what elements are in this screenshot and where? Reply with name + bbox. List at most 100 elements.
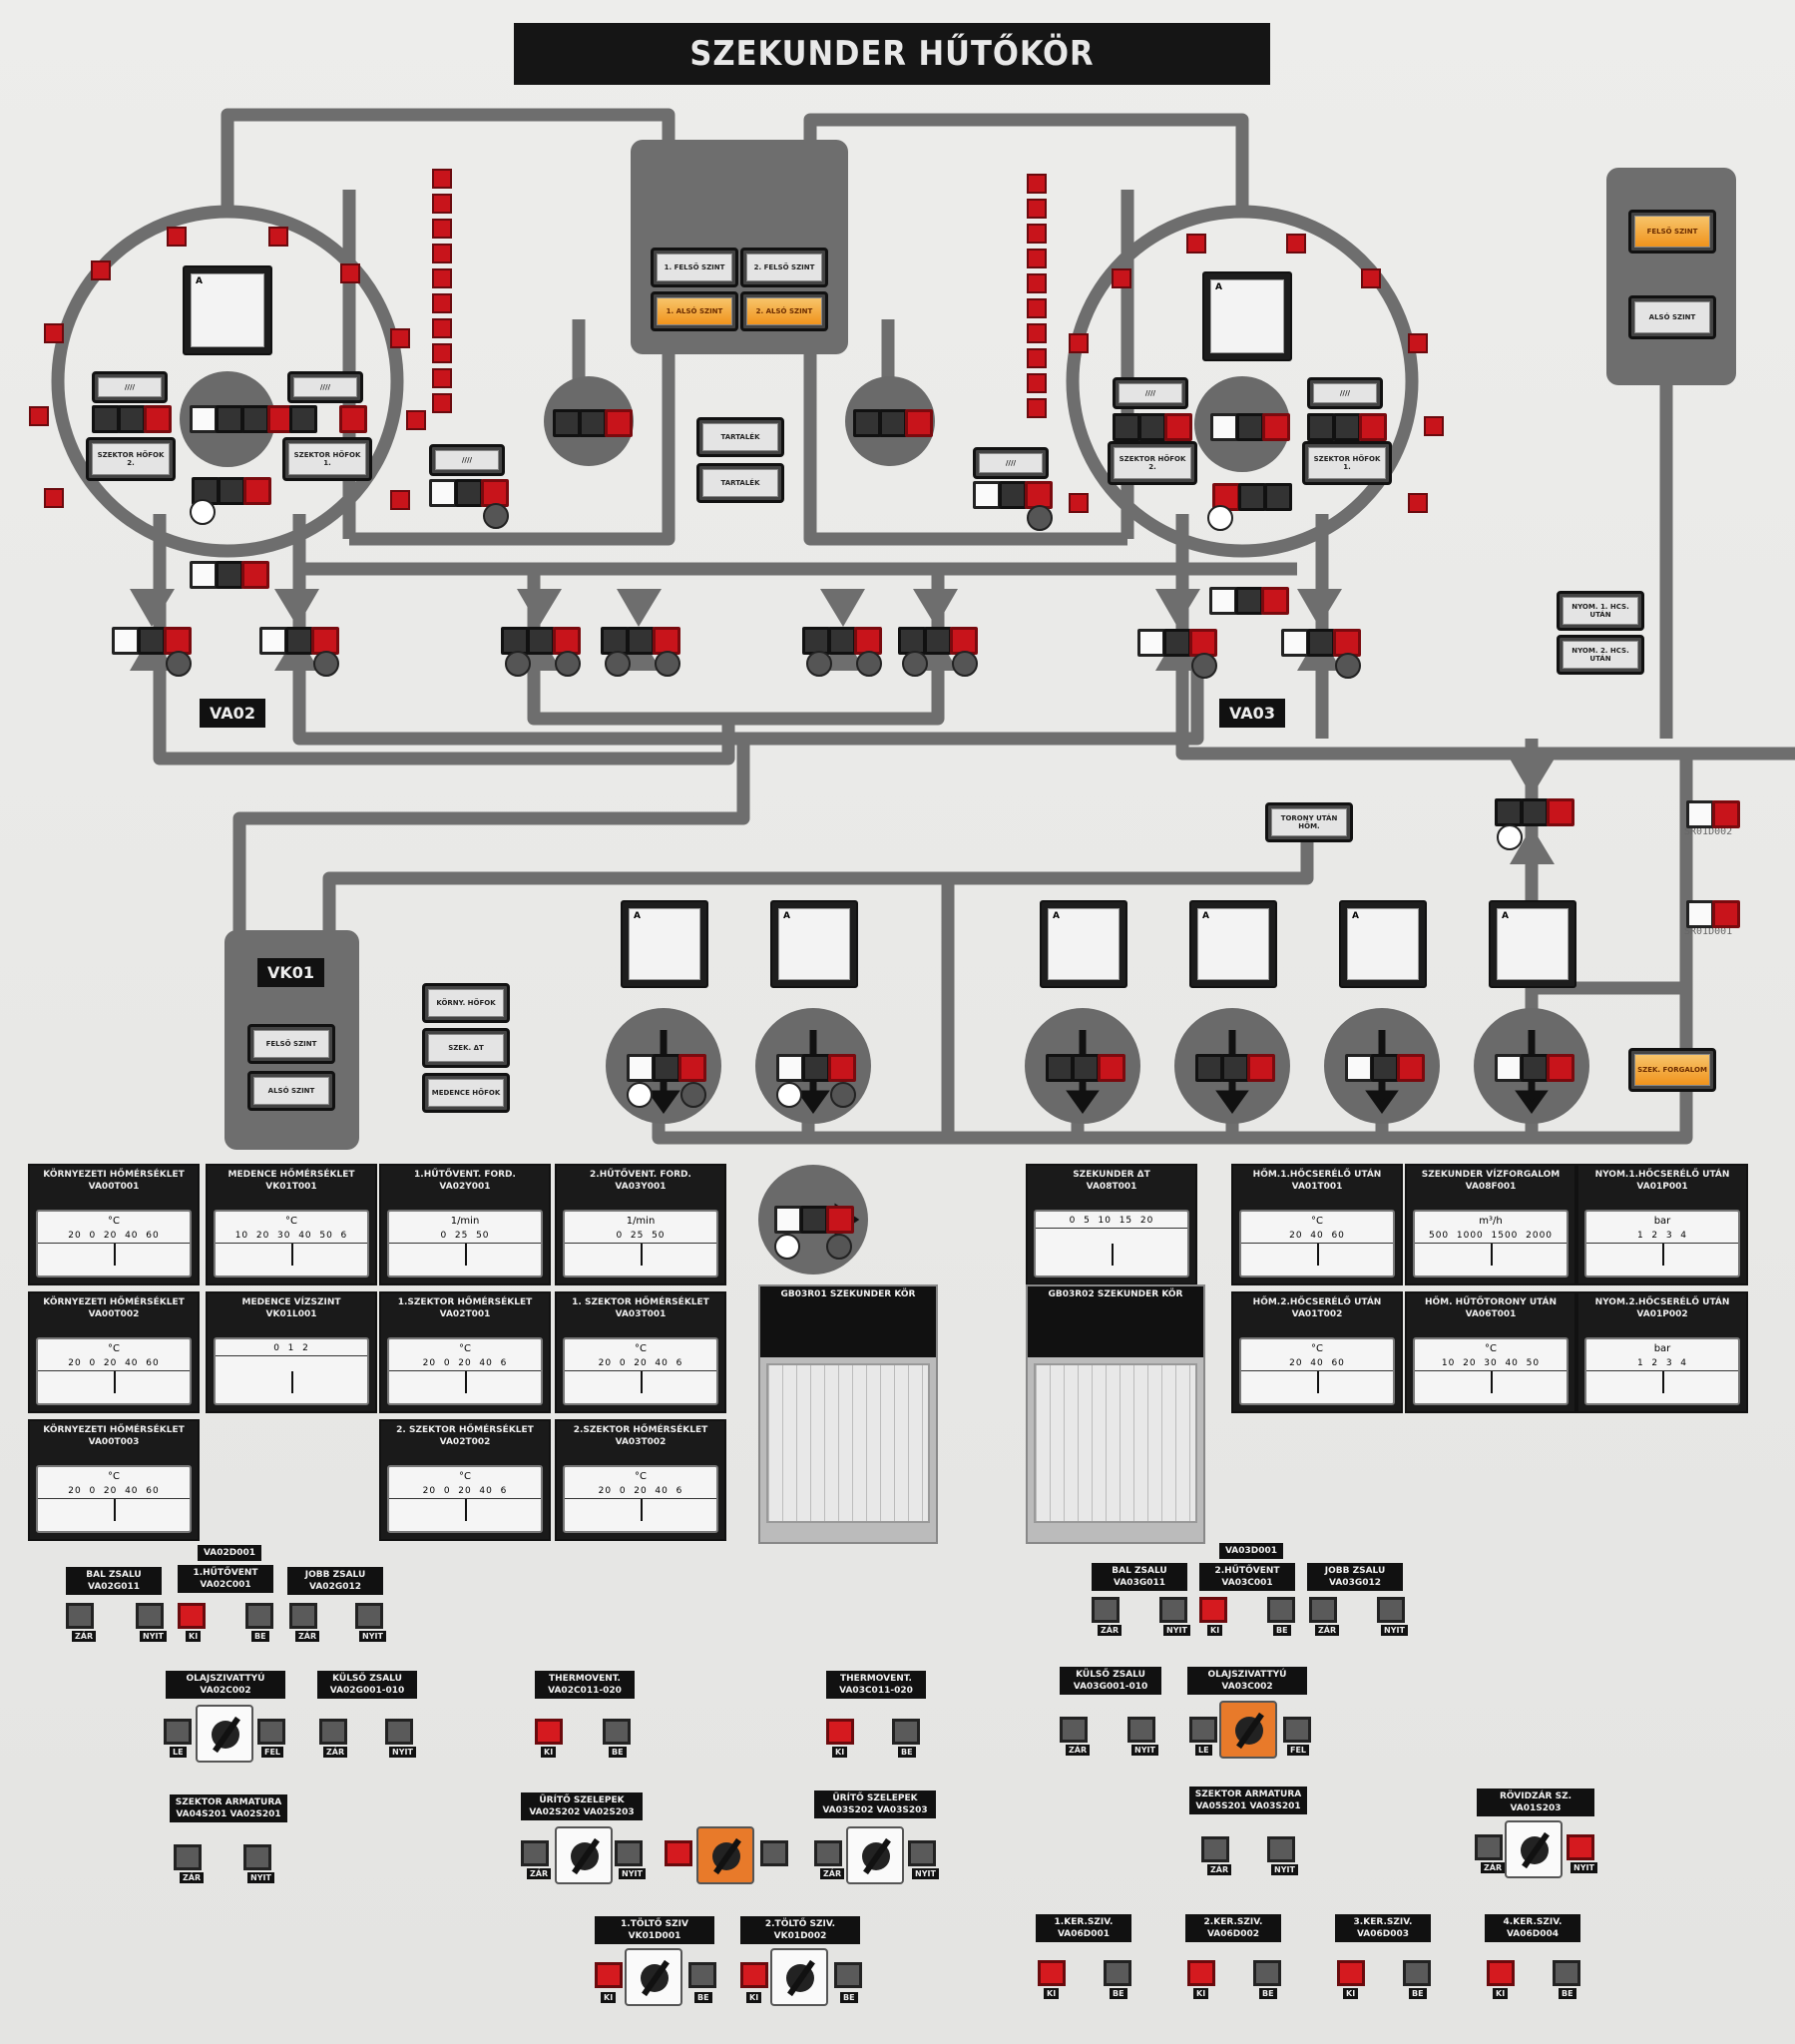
- outer-louver-open-button[interactable]: [385, 1719, 413, 1745]
- fill-pump-1-selector-switch[interactable]: [625, 1948, 682, 2006]
- on-lamp[interactable]: [429, 479, 457, 507]
- status-lamp[interactable]: [1195, 1054, 1223, 1082]
- outer-louver-right-open-button[interactable]: [1127, 1717, 1155, 1743]
- fill-pump-2-on-button[interactable]: [834, 1962, 862, 1988]
- oil-pump-right-down-button[interactable]: [1189, 1717, 1217, 1743]
- oil-pump-right-up-button[interactable]: [1283, 1717, 1311, 1743]
- bal-zsalu-close-button[interactable]: [66, 1603, 94, 1629]
- alarm-lamp[interactable]: [1261, 587, 1289, 615]
- status-lamp[interactable]: [1307, 413, 1335, 441]
- drain-right-open-button[interactable]: [908, 1840, 936, 1866]
- thermovent-left-on-button[interactable]: [603, 1719, 631, 1745]
- thermovent-right-on-button[interactable]: [892, 1719, 920, 1745]
- bypass-close-button[interactable]: [1475, 1834, 1503, 1860]
- fill-pump-1-off-button[interactable]: [595, 1962, 623, 1988]
- status-lamp[interactable]: [1238, 483, 1266, 511]
- alarm-lamp[interactable]: [826, 1206, 854, 1234]
- status-lamp[interactable]: [1264, 483, 1292, 511]
- status-lamp[interactable]: [241, 405, 269, 433]
- valve-closed-lamp[interactable]: [854, 627, 882, 655]
- on-lamp[interactable]: [1210, 413, 1238, 441]
- valve-open-lamp[interactable]: [1137, 629, 1165, 657]
- alarm-lamp[interactable]: [828, 1054, 856, 1082]
- status-lamp[interactable]: [1113, 413, 1140, 441]
- sector-valve-open-button[interactable]: [243, 1844, 271, 1870]
- center-alarm-button[interactable]: [665, 1840, 692, 1866]
- valve-lamp[interactable]: [138, 627, 166, 655]
- bal-zsalu-right-close-button[interactable]: [1092, 1597, 1120, 1623]
- valve-closed-lamp[interactable]: [1547, 798, 1574, 826]
- alarm-lamp[interactable]: [1712, 800, 1740, 828]
- alarm-lamp[interactable]: [1547, 1054, 1574, 1082]
- on-lamp[interactable]: [1495, 1054, 1523, 1082]
- fill-pump-1-on-button[interactable]: [688, 1962, 716, 1988]
- circ-pump-1-off-button[interactable]: [1038, 1960, 1066, 1986]
- alarm-lamp[interactable]: [678, 1054, 706, 1082]
- on-lamp[interactable]: [1345, 1054, 1373, 1082]
- status-lamp[interactable]: [118, 405, 146, 433]
- valve-lamp[interactable]: [627, 627, 655, 655]
- circ-pump-2-on-button[interactable]: [1253, 1960, 1281, 1986]
- alarm-lamp[interactable]: [481, 479, 509, 507]
- center-button[interactable]: [760, 1840, 788, 1866]
- on-lamp[interactable]: [190, 405, 218, 433]
- alarm-lamp[interactable]: [1712, 900, 1740, 928]
- hutovent2-on-button[interactable]: [1267, 1597, 1295, 1623]
- bypass-open-button[interactable]: [1567, 1834, 1594, 1860]
- valve-open-lamp[interactable]: [259, 627, 287, 655]
- center-selector-switch[interactable]: [696, 1826, 754, 1884]
- thermovent-left-off-button[interactable]: [535, 1719, 563, 1745]
- alarm-lamp[interactable]: [144, 405, 172, 433]
- alarm-lamp[interactable]: [1098, 1054, 1125, 1082]
- oil-pump-down-button[interactable]: [164, 1719, 192, 1745]
- alarm-lamp[interactable]: [1359, 413, 1387, 441]
- bal-zsalu-open-button[interactable]: [136, 1603, 164, 1629]
- alarm-lamp[interactable]: [905, 409, 933, 437]
- alarm-lamp[interactable]: [1247, 1054, 1275, 1082]
- bal-zsalu-right-open-button[interactable]: [1159, 1597, 1187, 1623]
- status-lamp[interactable]: [1333, 413, 1361, 441]
- oil-pump-right-selector-switch[interactable]: [1219, 1701, 1277, 1759]
- alarm-lamp[interactable]: [339, 405, 367, 433]
- on-lamp[interactable]: [776, 1054, 804, 1082]
- valve-lamp[interactable]: [1163, 629, 1191, 657]
- on-lamp[interactable]: [973, 481, 1001, 509]
- valve-lamp[interactable]: [1307, 629, 1335, 657]
- hutovent1-on-button[interactable]: [245, 1603, 273, 1629]
- circ-pump-4-off-button[interactable]: [1487, 1960, 1515, 1986]
- valve-lamp[interactable]: [285, 627, 313, 655]
- status-lamp[interactable]: [800, 1206, 828, 1234]
- sector-valve-right-open-button[interactable]: [1267, 1836, 1295, 1862]
- valve-lamp[interactable]: [924, 627, 952, 655]
- status-lamp[interactable]: [653, 1054, 680, 1082]
- status-lamp[interactable]: [455, 479, 483, 507]
- status-lamp[interactable]: [1371, 1054, 1399, 1082]
- bypass-selector-switch[interactable]: [1505, 1820, 1563, 1878]
- valve-open-lamp[interactable]: [1281, 629, 1309, 657]
- alarm-lamp[interactable]: [605, 409, 633, 437]
- circ-pump-3-on-button[interactable]: [1403, 1960, 1431, 1986]
- outer-louver-right-close-button[interactable]: [1060, 1717, 1088, 1743]
- status-lamp[interactable]: [1072, 1054, 1100, 1082]
- valve-closed-lamp[interactable]: [164, 627, 192, 655]
- jobb-zsalu-right-open-button[interactable]: [1377, 1597, 1405, 1623]
- valve-lamp[interactable]: [828, 627, 856, 655]
- circ-pump-1-on-button[interactable]: [1104, 1960, 1131, 1986]
- valve-lamp[interactable]: [1521, 798, 1549, 826]
- hutovent2-off-button[interactable]: [1199, 1597, 1227, 1623]
- alarm-lamp[interactable]: [1262, 413, 1290, 441]
- jobb-zsalu-open-button[interactable]: [355, 1603, 383, 1629]
- jobb-zsalu-close-button[interactable]: [289, 1603, 317, 1629]
- circ-pump-2-off-button[interactable]: [1187, 1960, 1215, 1986]
- status-lamp[interactable]: [1138, 413, 1166, 441]
- status-lamp[interactable]: [289, 405, 317, 433]
- status-lamp[interactable]: [853, 409, 881, 437]
- alarm-lamp[interactable]: [1164, 413, 1192, 441]
- drain-left-close-button[interactable]: [521, 1840, 549, 1866]
- oil-pump-up-button[interactable]: [257, 1719, 285, 1745]
- alarm-lamp[interactable]: [243, 477, 271, 505]
- drain-right-selector-switch[interactable]: [846, 1826, 904, 1884]
- status-lamp[interactable]: [802, 1054, 830, 1082]
- drain-left-selector-switch[interactable]: [555, 1826, 613, 1884]
- status-lamp[interactable]: [579, 409, 607, 437]
